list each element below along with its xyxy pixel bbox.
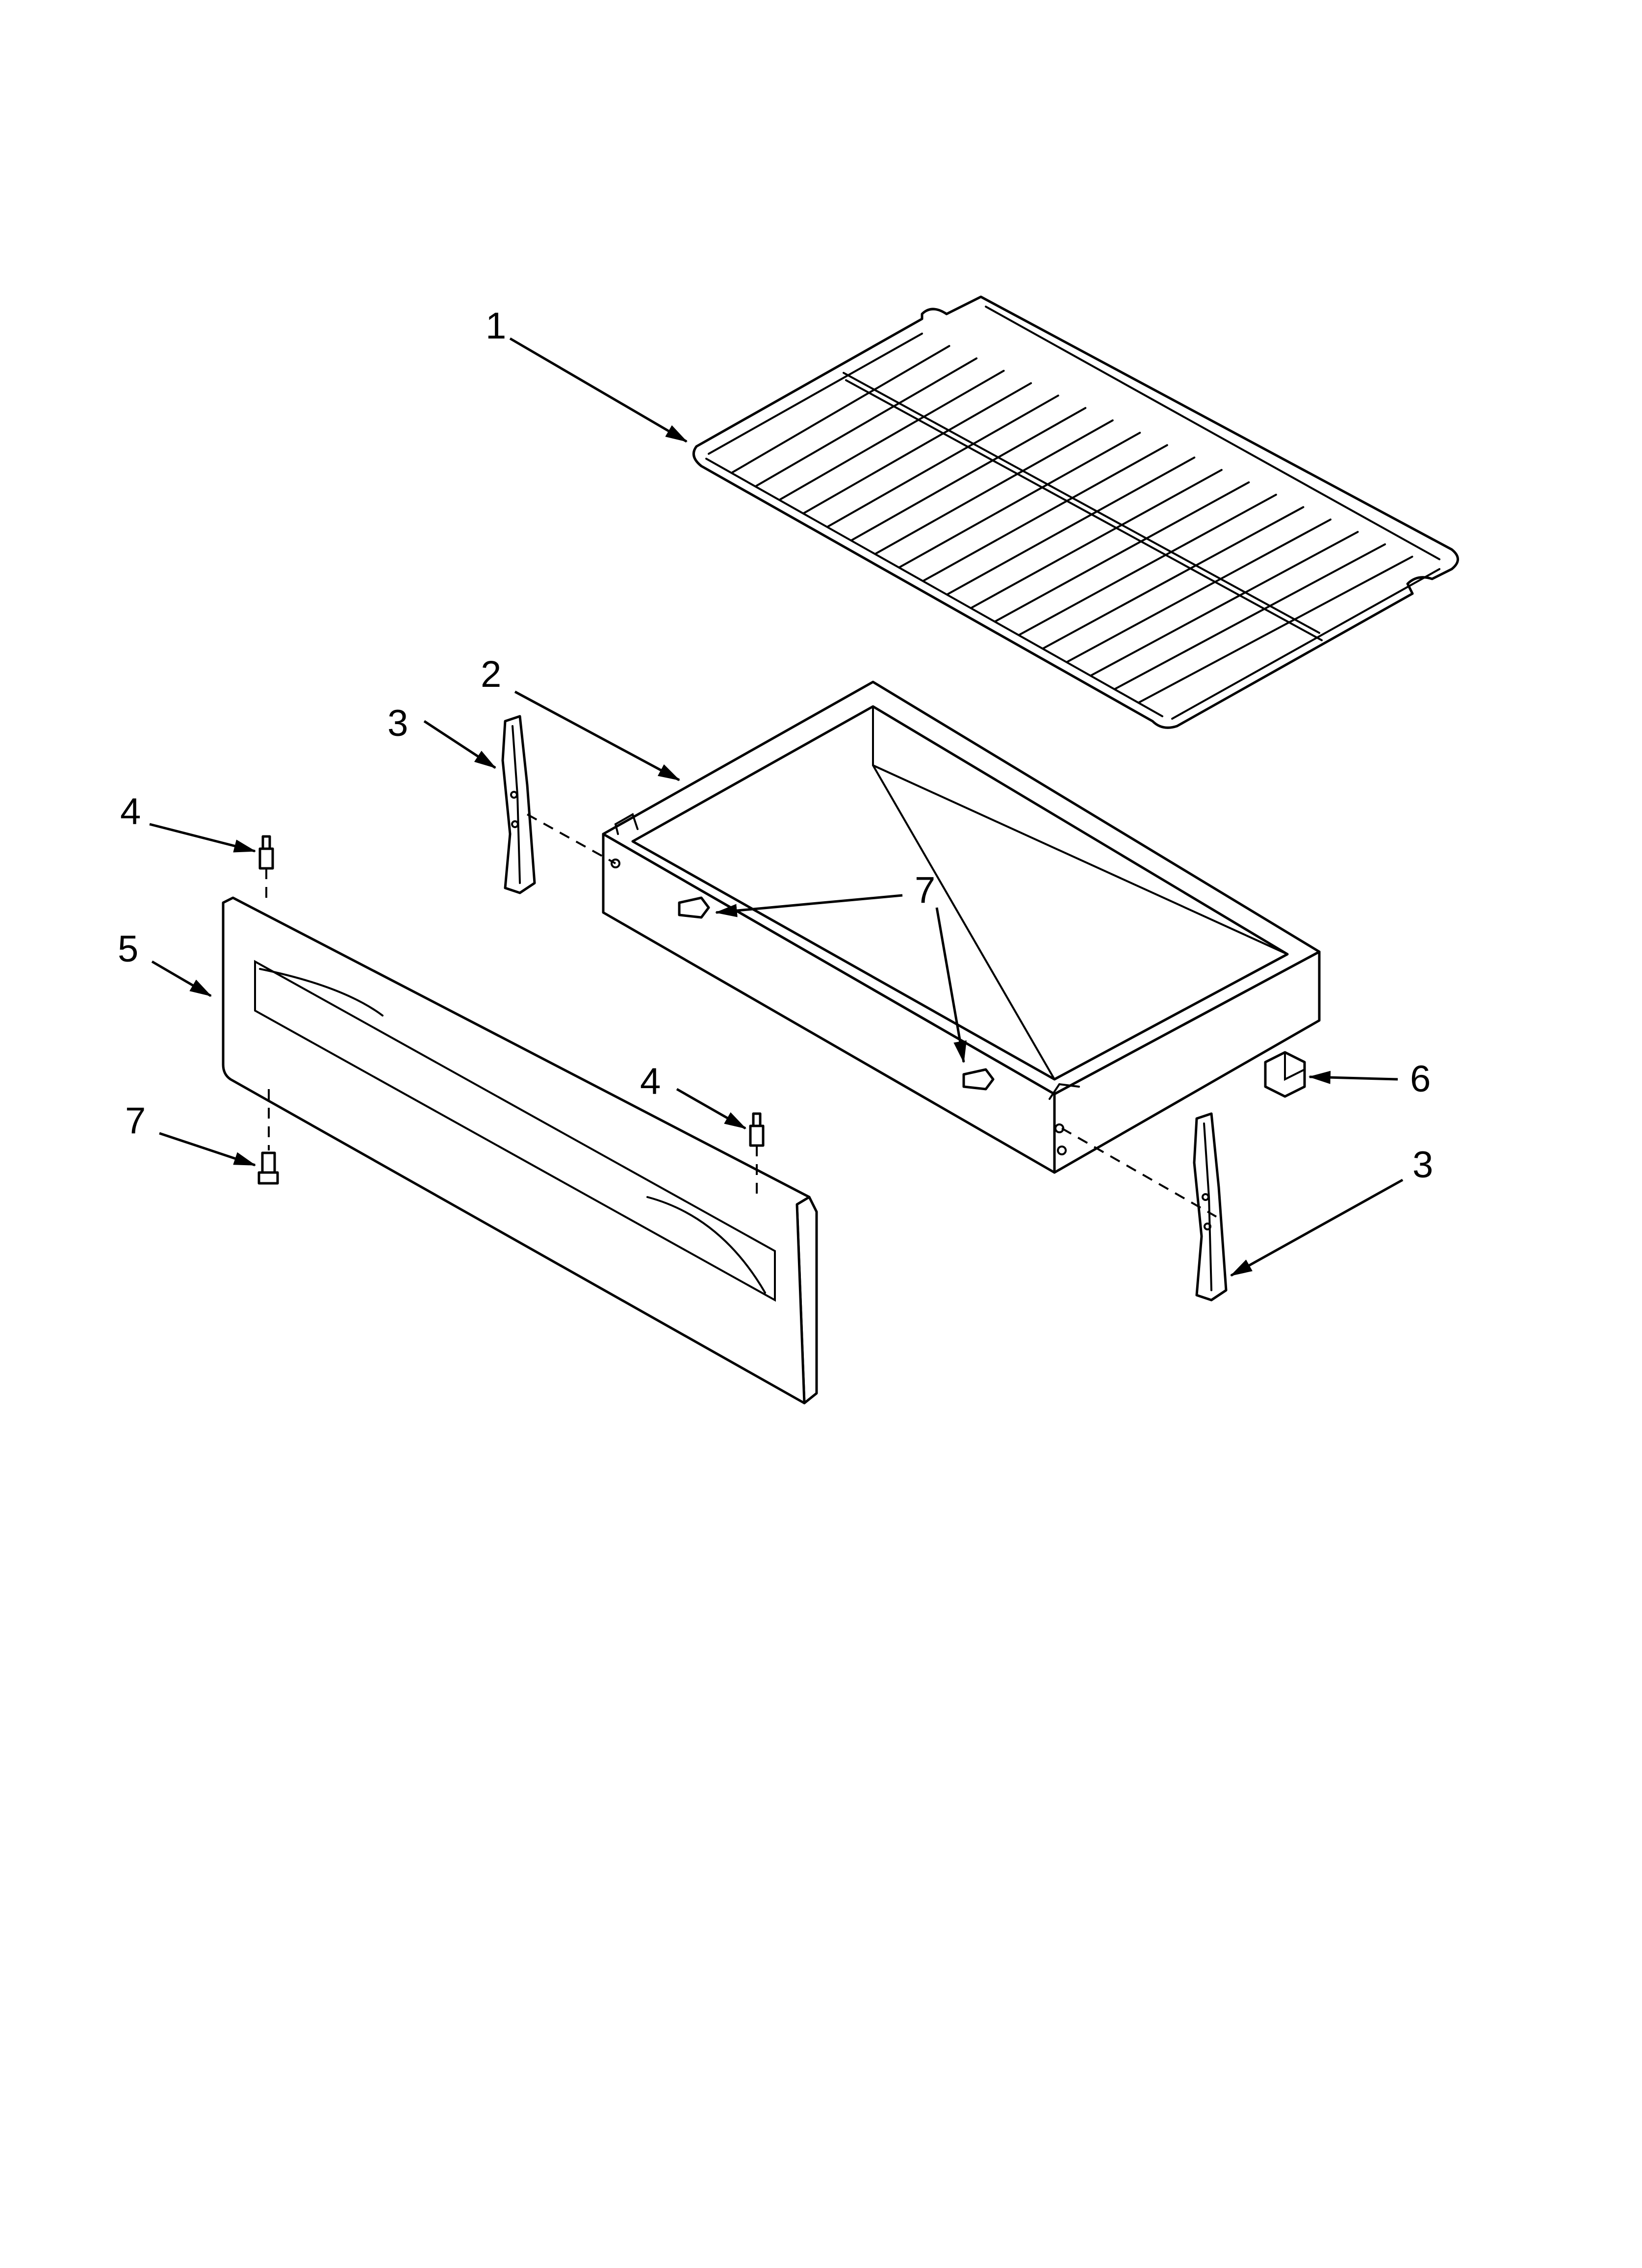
rack-wire — [803, 382, 1032, 514]
panel-stud-left — [258, 835, 274, 903]
leader-arrows — [149, 337, 1404, 1277]
callout-7-drawer: 7 — [915, 869, 935, 911]
drawer-glide-right — [1193, 1112, 1228, 1302]
rack-wire — [994, 481, 1250, 623]
rack-wire — [1113, 543, 1386, 690]
drawer-front-panel — [222, 896, 818, 1405]
glide-alignment-line-left — [527, 813, 616, 864]
rack-wire — [1018, 494, 1277, 636]
screw-drawer-left — [678, 896, 710, 919]
rack-wire — [1042, 506, 1305, 650]
callout-3-right: 3 — [1412, 1144, 1433, 1186]
rack-wire — [874, 419, 1114, 555]
panel-stud-right — [749, 1112, 765, 1195]
rack-wire — [779, 369, 1005, 500]
rack-wire — [731, 345, 950, 473]
rack-wire — [970, 469, 1223, 609]
rack-wire — [827, 394, 1059, 528]
drawer-glide-left — [501, 715, 536, 894]
callout-1: 1 — [486, 305, 506, 347]
callout-2: 2 — [481, 653, 501, 695]
rack-wire — [923, 444, 1168, 582]
callout-7-panel: 7 — [125, 1100, 146, 1142]
callout-4-right: 4 — [640, 1061, 661, 1102]
drawer-stop-clip — [1264, 1051, 1306, 1098]
oven-rack — [692, 295, 1459, 729]
rack-wire — [946, 456, 1196, 596]
rack-wire — [1066, 518, 1332, 663]
callout-4-left: 4 — [120, 791, 141, 833]
callout-3-left: 3 — [387, 703, 408, 744]
screw-panel — [257, 1089, 279, 1185]
glide-alignment-line-right — [1061, 1127, 1217, 1218]
rack-wire — [1137, 555, 1413, 704]
rack-wire — [898, 432, 1141, 569]
callout-6: 6 — [1410, 1058, 1431, 1100]
rack-wire — [1089, 531, 1359, 677]
rack-wire — [755, 357, 978, 487]
storage-drawer — [602, 680, 1321, 1174]
rack-wire — [851, 407, 1087, 541]
screw-drawer-right — [962, 1068, 995, 1091]
callout-5: 5 — [118, 928, 138, 970]
